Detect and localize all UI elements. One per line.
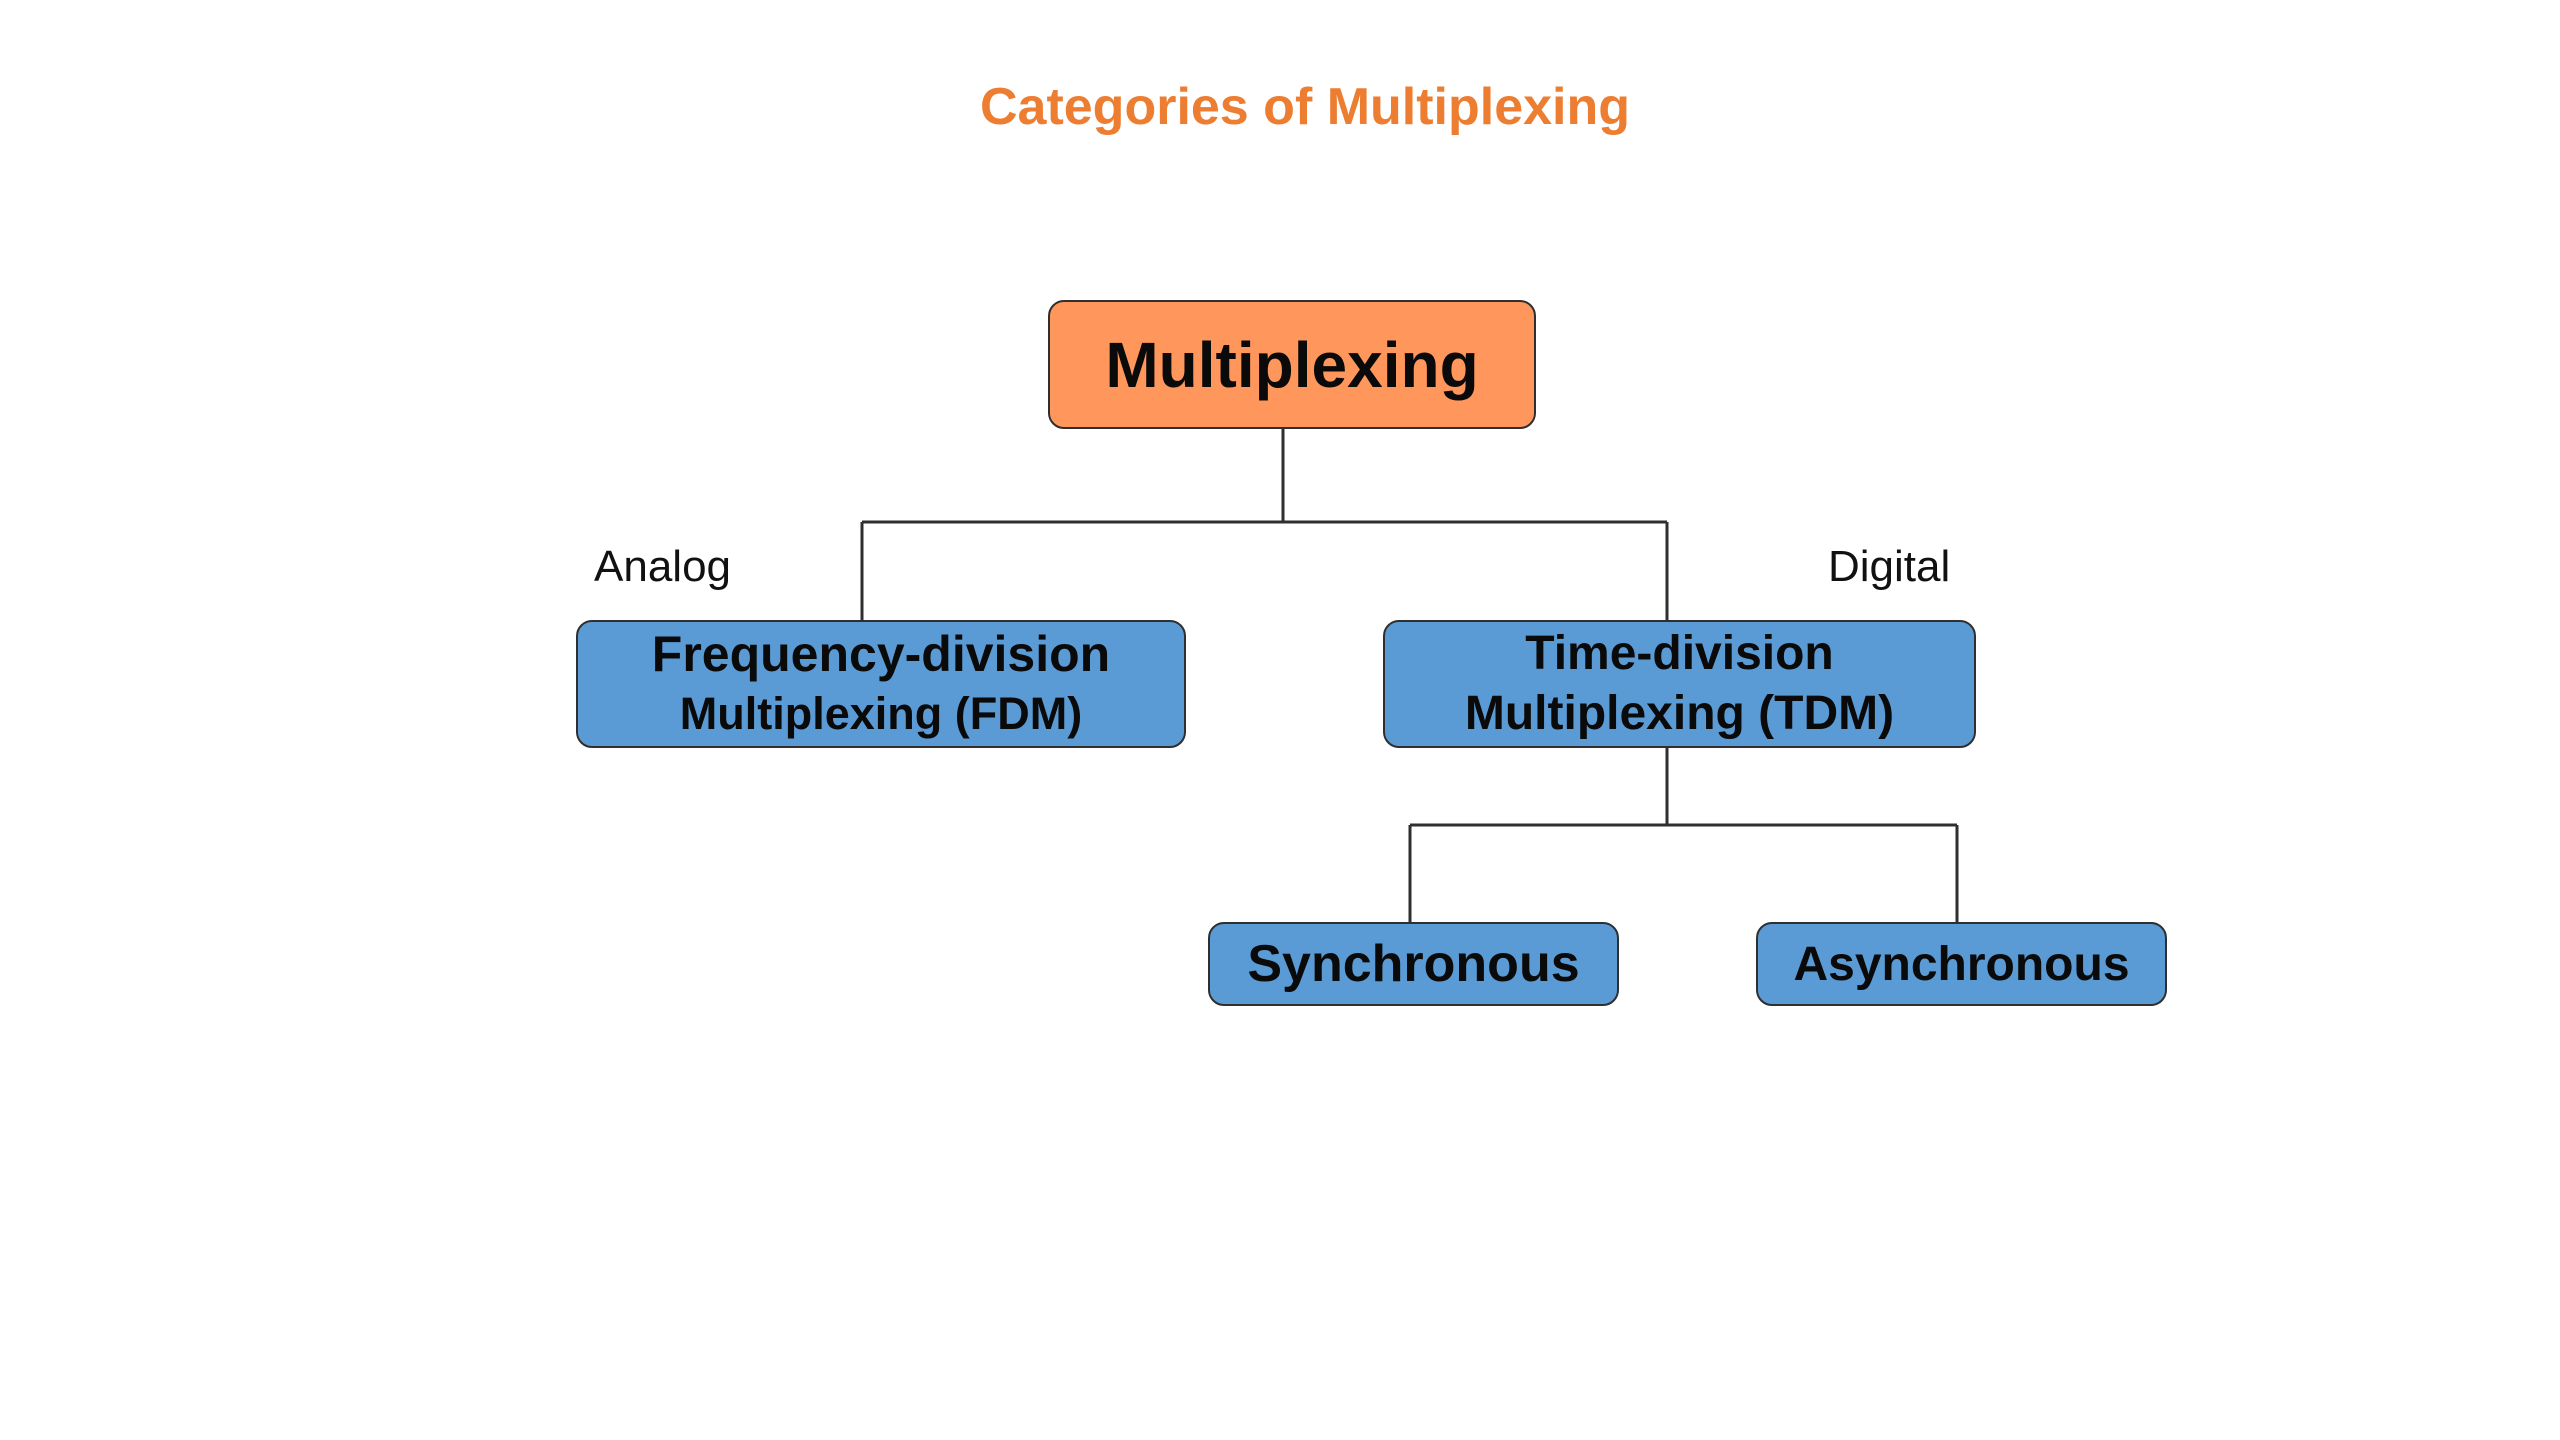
edge-label-digital: Digital [1828, 542, 1951, 591]
node-multiplexing-label: Multiplexing [1105, 328, 1479, 401]
node-synchronous: Synchronous [1208, 922, 1619, 1006]
node-multiplexing: Multiplexing [1048, 300, 1536, 429]
node-fdm-line2: Multiplexing (FDM) [679, 688, 1083, 739]
node-tdm-line1: Time-division [1525, 627, 1834, 680]
node-tdm: Time-division Multiplexing (TDM) [1383, 620, 1976, 748]
node-asynchronous: Asynchronous [1756, 922, 2167, 1006]
diagram-title: Categories of Multiplexing [979, 78, 1631, 136]
node-asynchronous-label: Asynchronous [1793, 937, 2130, 991]
node-synchronous-label: Synchronous [1247, 935, 1580, 993]
node-tdm-line2: Multiplexing (TDM) [1464, 687, 1895, 740]
node-fdm: Frequency-division Multiplexing (FDM) [576, 620, 1186, 748]
node-fdm-line1: Frequency-division [651, 626, 1111, 682]
edge-label-analog: Analog [594, 542, 732, 591]
